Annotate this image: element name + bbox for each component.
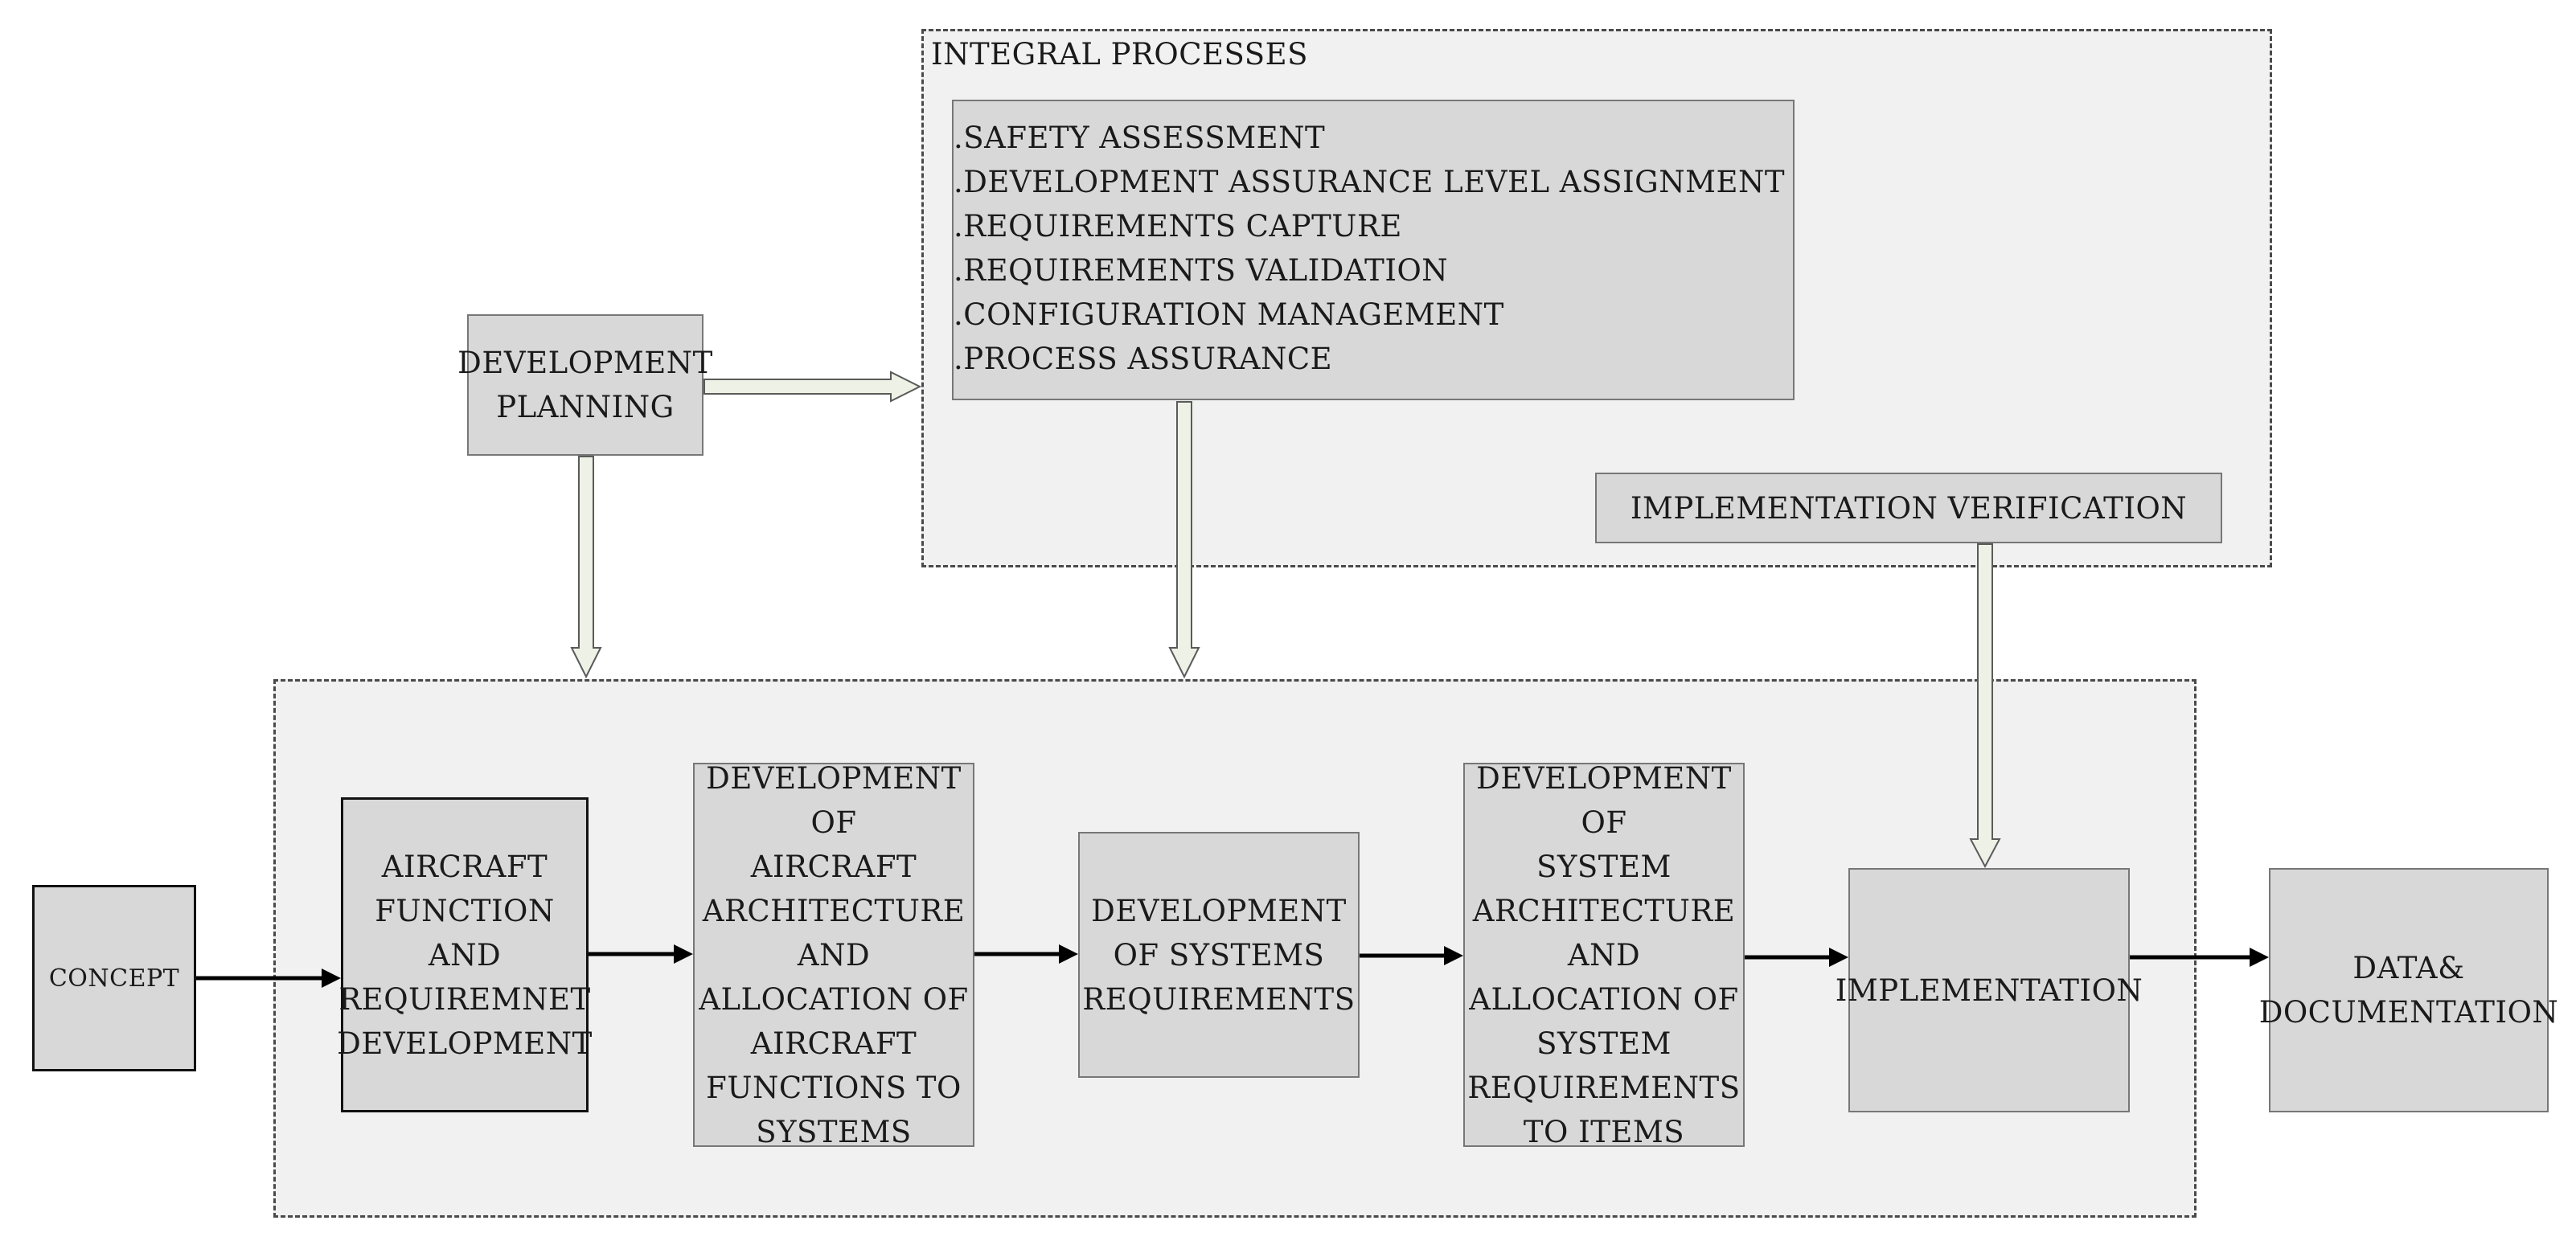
systems-requirements-label: DEVELOPMENT OF SYSTEMS REQUIREMENTS [1082, 893, 1356, 1017]
implementation-label: IMPLEMENTATION [1835, 973, 2143, 1008]
system-architecture-box: DEVELOPMENT OF SYSTEM ARCHITECTURE AND A… [1463, 761, 1745, 1149]
data-documentation-box: DATA& DOCUMENTATION [2259, 868, 2558, 1112]
hollow-arrow-planning-to-development [570, 456, 602, 679]
aircraft-function-box: AIRCRAFT FUNCTION AND REQUIREMNET DEVELO… [337, 797, 592, 1112]
aircraft-architecture-box: DEVELOPMENT OF AIRCRAFT ARCHITECTURE AND… [693, 761, 974, 1149]
development-planning-box: DEVELOPMENT PLANNING [457, 314, 712, 456]
integral-processes-title: INTEGRAL PROCESSES [931, 37, 1308, 72]
concept-label: CONCEPT [48, 964, 180, 993]
aircraft-architecture-label: DEVELOPMENT OF AIRCRAFT ARCHITECTURE AND… [699, 760, 969, 1149]
list-item: .SAFETY ASSESSMENT [954, 121, 1326, 155]
system-architecture-label: DEVELOPMENT OF SYSTEM ARCHITECTURE AND A… [1467, 760, 1741, 1149]
list-item: .REQUIREMENTS CAPTURE [954, 209, 1402, 244]
hollow-arrow-planning-to-integral [703, 371, 922, 403]
implementation-verification-label: IMPLEMENTATION VERIFICATION [1630, 490, 2188, 526]
implementation-box: IMPLEMENTATION [1836, 868, 2143, 1112]
list-item: .DEVELOPMENT ASSURANCE LEVEL ASSIGNMENT [954, 165, 1786, 199]
list-item: .CONFIGURATION MANAGEMENT [954, 297, 1504, 332]
aircraft-function-label: AIRCRAFT FUNCTION AND REQUIREMNET DEVELO… [337, 849, 593, 1061]
development-planning-label: DEVELOPMENT PLANNING [457, 346, 713, 424]
concept-box: CONCEPT [32, 885, 196, 1071]
integral-processes-list: .SAFETY ASSESSMENT .DEVELOPMENT ASSURANC… [952, 100, 1795, 400]
list-item: .PROCESS ASSURANCE [954, 342, 1333, 376]
systems-requirements-box: DEVELOPMENT OF SYSTEMS REQUIREMENTS [1078, 832, 1360, 1078]
implementation-verification-box: IMPLEMENTATION VERIFICATION [1595, 473, 2222, 543]
list-item: .REQUIREMENTS VALIDATION [954, 253, 1449, 288]
data-documentation-label: DATA& DOCUMENTATION [2258, 951, 2559, 1030]
